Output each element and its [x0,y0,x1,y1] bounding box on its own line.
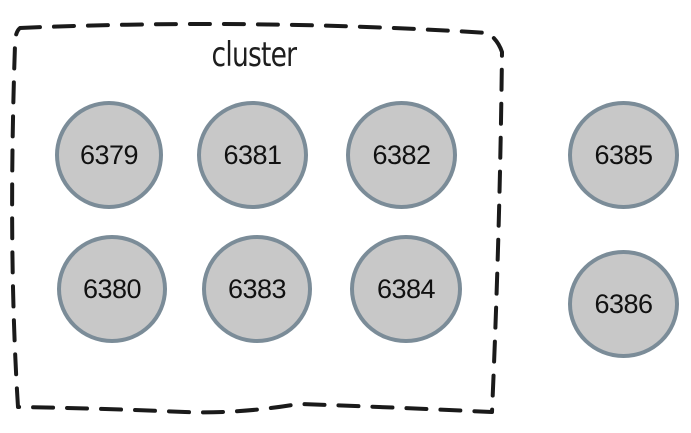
node-6384: 6384 [350,235,462,343]
node-label: 6386 [594,288,653,319]
node-6385: 6385 [568,101,679,209]
cluster-label: cluster [211,35,298,75]
node-6380: 6380 [57,235,167,343]
node-label: 6379 [79,139,139,170]
cluster-boundary-path [10,22,504,415]
node-label: 6385 [594,139,653,170]
node-label: 6384 [376,273,436,304]
node-6379: 6379 [55,101,163,209]
node-6386: 6386 [568,250,679,358]
node-label: 6382 [372,139,431,170]
node-6382: 6382 [346,101,457,209]
node-label: 6380 [82,273,142,304]
node-6383: 6383 [202,235,312,343]
node-6381: 6381 [197,101,308,209]
node-label: 6383 [227,273,287,304]
node-label: 6381 [223,139,282,170]
